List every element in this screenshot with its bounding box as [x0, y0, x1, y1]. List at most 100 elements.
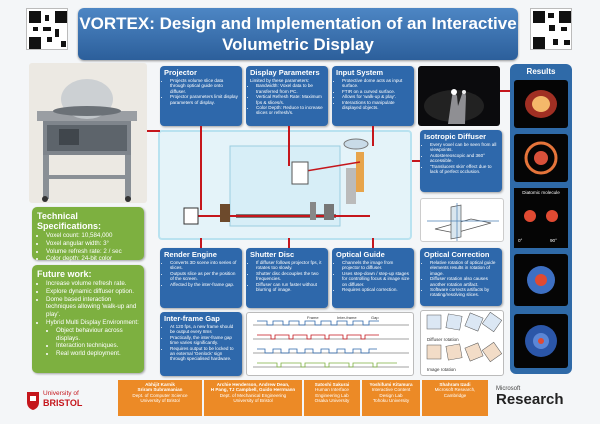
poster-title: VORTEX: Design and Implementation of an … — [78, 8, 518, 60]
bristol-logo-line1: University of — [43, 390, 79, 397]
result-molecule-panel: Diatomic molecule 0° 90° — [514, 188, 568, 248]
display-parameters-item: Color Depth: Reduce to increase slices o… — [256, 105, 325, 116]
render-engine-item: Outputs slice as per the position of the… — [170, 271, 239, 282]
author-names: Shahram Izadi — [439, 382, 471, 387]
title-line-1: VORTEX: Design and Implementation of an … — [79, 14, 517, 33]
result-caption: Diatomic molecule — [522, 190, 560, 195]
optical-guide-box: Optical Guide Channels the image from pr… — [332, 248, 414, 308]
shutter-disc-item: Shutter disc decouples the two frequenci… — [256, 271, 325, 282]
shutter-disc-item: If diffuser follows projector fps, it ro… — [256, 260, 325, 271]
projector-item: Projects volume slice data through optic… — [170, 78, 239, 94]
input-system-heading: Input System — [336, 68, 384, 77]
inter-frame-gap-item: Requires output to be locked to an exter… — [170, 346, 239, 362]
shutter-disc-item: Diffuser can run faster without blurring… — [256, 282, 325, 293]
render-engine-item: Converts 3D scene into series of slices. — [170, 260, 239, 271]
inter-frame-gap-item: At 120 fps, a new frame should be output… — [170, 324, 239, 335]
author-block: Yoshifumi Kitamura Interactive Content D… — [362, 380, 420, 416]
author-block: Abhijit Karnik Sriram Subramanian Dept. … — [118, 380, 202, 416]
connector-line — [412, 160, 420, 162]
render-engine-item: Affected by the inter-frame gap. — [170, 282, 239, 287]
future-work-heading: Future work: — [37, 269, 92, 279]
diffuser-diagram — [420, 198, 504, 242]
title-line-2: Volumetric Display — [222, 35, 374, 54]
optical-guide-heading: Optical Guide — [336, 250, 385, 259]
optical-correction-item: Diffuser rotation also causes another ro… — [430, 276, 499, 287]
display-parameters-item: Bandwidth: Voxel data to be transferred … — [256, 83, 325, 94]
projector-box: Projector Projects volume slice data thr… — [160, 66, 242, 126]
display-parameters-item: Limited by these parameters: — [250, 78, 310, 83]
system-diagram — [158, 130, 412, 240]
isotropic-diffuser-box: Isotropic Diffuser Every voxel can be se… — [420, 130, 502, 192]
optical-guide-item: Channels the image from projector to dif… — [342, 260, 411, 271]
spec-item: Voxel angular width: 3° — [46, 240, 140, 248]
bristol-logo-line2: BRISTOL — [43, 398, 83, 408]
future-work-subitem: Object behaviour across displays. — [56, 327, 136, 343]
connector-line — [372, 238, 374, 248]
input-system-item: Allows for 'walk-up & play'. — [342, 94, 411, 99]
author-names: Archie Henderson, Andrew Dean, H Pang, T… — [210, 382, 296, 393]
author-names: Satoshi Sakurai — [314, 382, 350, 387]
microsoft-logo-text: Microsoft — [496, 386, 521, 392]
results-column: Results Diatomic molecule 0° 90° — [510, 64, 572, 374]
inter-frame-gap-box: Inter-frame Gap At 120 fps, a new frame … — [160, 312, 242, 376]
author-affiliation: Human Interface Engineering Lab Osaka Un… — [314, 387, 350, 404]
future-work-item: Explore dynamic diffuser option. — [46, 288, 140, 296]
microsoft-research-logo: Microsoft Research — [496, 386, 564, 414]
technical-specifications-box: Technical Specifications: Voxel count: 1… — [32, 207, 144, 263]
connector-line — [200, 238, 202, 248]
author-affiliation: Microsoft Research, Cambridge — [434, 387, 476, 398]
projector-item: Projector parameters limit display param… — [170, 94, 239, 105]
input-system-item: Interactions to manipulate displayed obj… — [342, 100, 411, 111]
technical-specifications-heading: Technical Specifications: — [37, 211, 102, 231]
optical-guide-item: Uses step-down / step-up stages for cont… — [342, 271, 411, 287]
qr-code-left — [26, 8, 68, 50]
connector-line — [372, 126, 374, 146]
input-system-item: FTIR on a curved surface. — [342, 89, 411, 94]
optical-label: Diffuser rotation — [427, 337, 459, 342]
spec-item: Voxel count: 10,584,000 — [46, 232, 140, 240]
result-angle-left: 0° — [518, 238, 523, 243]
render-engine-heading: Render Engine — [164, 250, 217, 259]
display-parameters-heading: Display Parameters — [250, 68, 320, 77]
author-block: Archie Henderson, Andrew Dean, H Pang, T… — [204, 380, 302, 416]
display-parameters-item: Vertical Refresh Rate: Maximum fps & sli… — [256, 94, 325, 105]
author-affiliation: Dept. of Mechanical Engineering Universi… — [219, 392, 287, 404]
results-heading: Results — [526, 67, 556, 76]
optical-correction-heading: Optical Correction — [424, 250, 490, 259]
optical-correction-diagram: Diffuser rotation Image rotation — [420, 310, 504, 376]
future-work-subitem: Real world deployment. — [56, 350, 136, 358]
result-image — [514, 254, 568, 306]
projector-heading: Projector — [164, 68, 197, 77]
timing-label: Inter-frame — [337, 315, 357, 320]
author-affiliation: Dept. of Computer Science University of … — [132, 392, 188, 404]
optical-guide-item: Requires optical correction. — [342, 287, 411, 292]
author-block: Satoshi Sakurai Human Interface Engineer… — [304, 380, 360, 416]
connector-line — [288, 126, 290, 166]
spec-item: Color depth: 24-bit color — [46, 255, 140, 263]
render-engine-box: Render Engine Converts 3D scene into ser… — [160, 248, 242, 308]
author-block: Shahram Izadi Microsoft Research, Cambri… — [422, 380, 488, 416]
optical-correction-item: Relative rotation of optical guide eleme… — [430, 260, 499, 276]
input-system-box: Input System Protective dome acts as inp… — [332, 66, 414, 126]
timing-label: Gap — [371, 315, 379, 320]
future-work-box: Future work: Increase volume refresh rat… — [32, 265, 144, 373]
connector-line — [288, 238, 290, 248]
inter-frame-gap-heading: Inter-frame Gap — [164, 314, 220, 323]
isotropic-diffuser-item: Autostereoscopic and 360° accessible. — [430, 153, 499, 164]
input-photo — [418, 66, 500, 126]
timing-diagram: Frame Inter-frame Gap — [246, 312, 414, 376]
display-parameters-box: Display Parameters Limited by these para… — [246, 66, 328, 126]
future-work-item: Hybrid Multi Display Environment: Object… — [46, 319, 140, 358]
future-work-item: Increase volume refresh rate. — [46, 280, 140, 288]
connector-line — [500, 90, 510, 92]
device-photo — [29, 63, 147, 203]
connector-line — [200, 126, 202, 210]
author-names: Yoshifumi Kitamura — [369, 382, 413, 387]
optical-label: Image rotation — [427, 367, 456, 372]
result-angle-right: 90° — [550, 238, 557, 243]
qr-code-right — [530, 8, 572, 50]
isotropic-diffuser-heading: Isotropic Diffuser — [424, 132, 487, 141]
optical-correction-item: Software corrects artifacts by rotating/… — [430, 287, 499, 298]
optical-correction-box: Optical Correction Relative rotation of … — [420, 248, 502, 306]
